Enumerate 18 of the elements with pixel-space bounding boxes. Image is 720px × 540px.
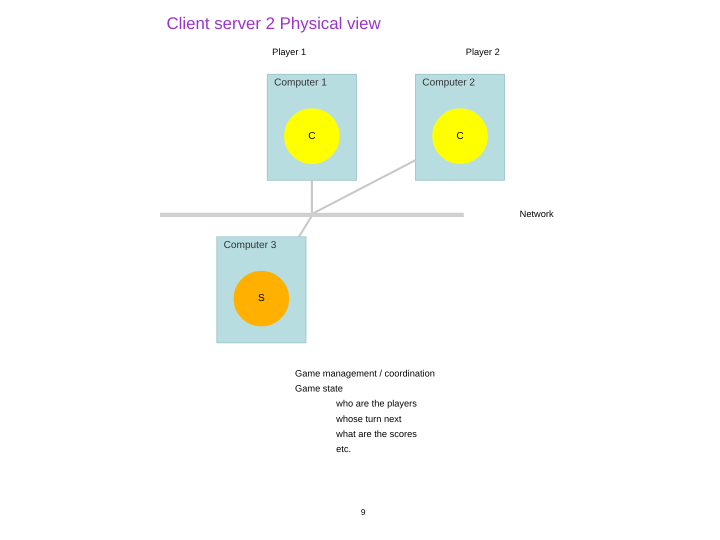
label: 9 (360, 506, 366, 517)
node-label: Player 2 (465, 46, 500, 57)
label: Network (519, 209, 554, 220)
node-circle: C (432, 108, 488, 164)
node-label: Player 1 (272, 46, 306, 57)
node-circle: C (284, 108, 340, 164)
label: etc. (336, 444, 351, 454)
connector (310, 180, 312, 213)
connector (312, 159, 416, 214)
label: Game management / coordination (294, 368, 434, 378)
label: Game state (294, 383, 342, 394)
label: who are the players (336, 398, 416, 409)
connector (298, 216, 312, 238)
diagram-title: Client server 2 Physical view (166, 14, 380, 33)
label: whose turn next (336, 414, 401, 424)
label: what are the scores (336, 428, 416, 439)
node-bar (159, 212, 464, 217)
node-circle: S (233, 270, 289, 326)
